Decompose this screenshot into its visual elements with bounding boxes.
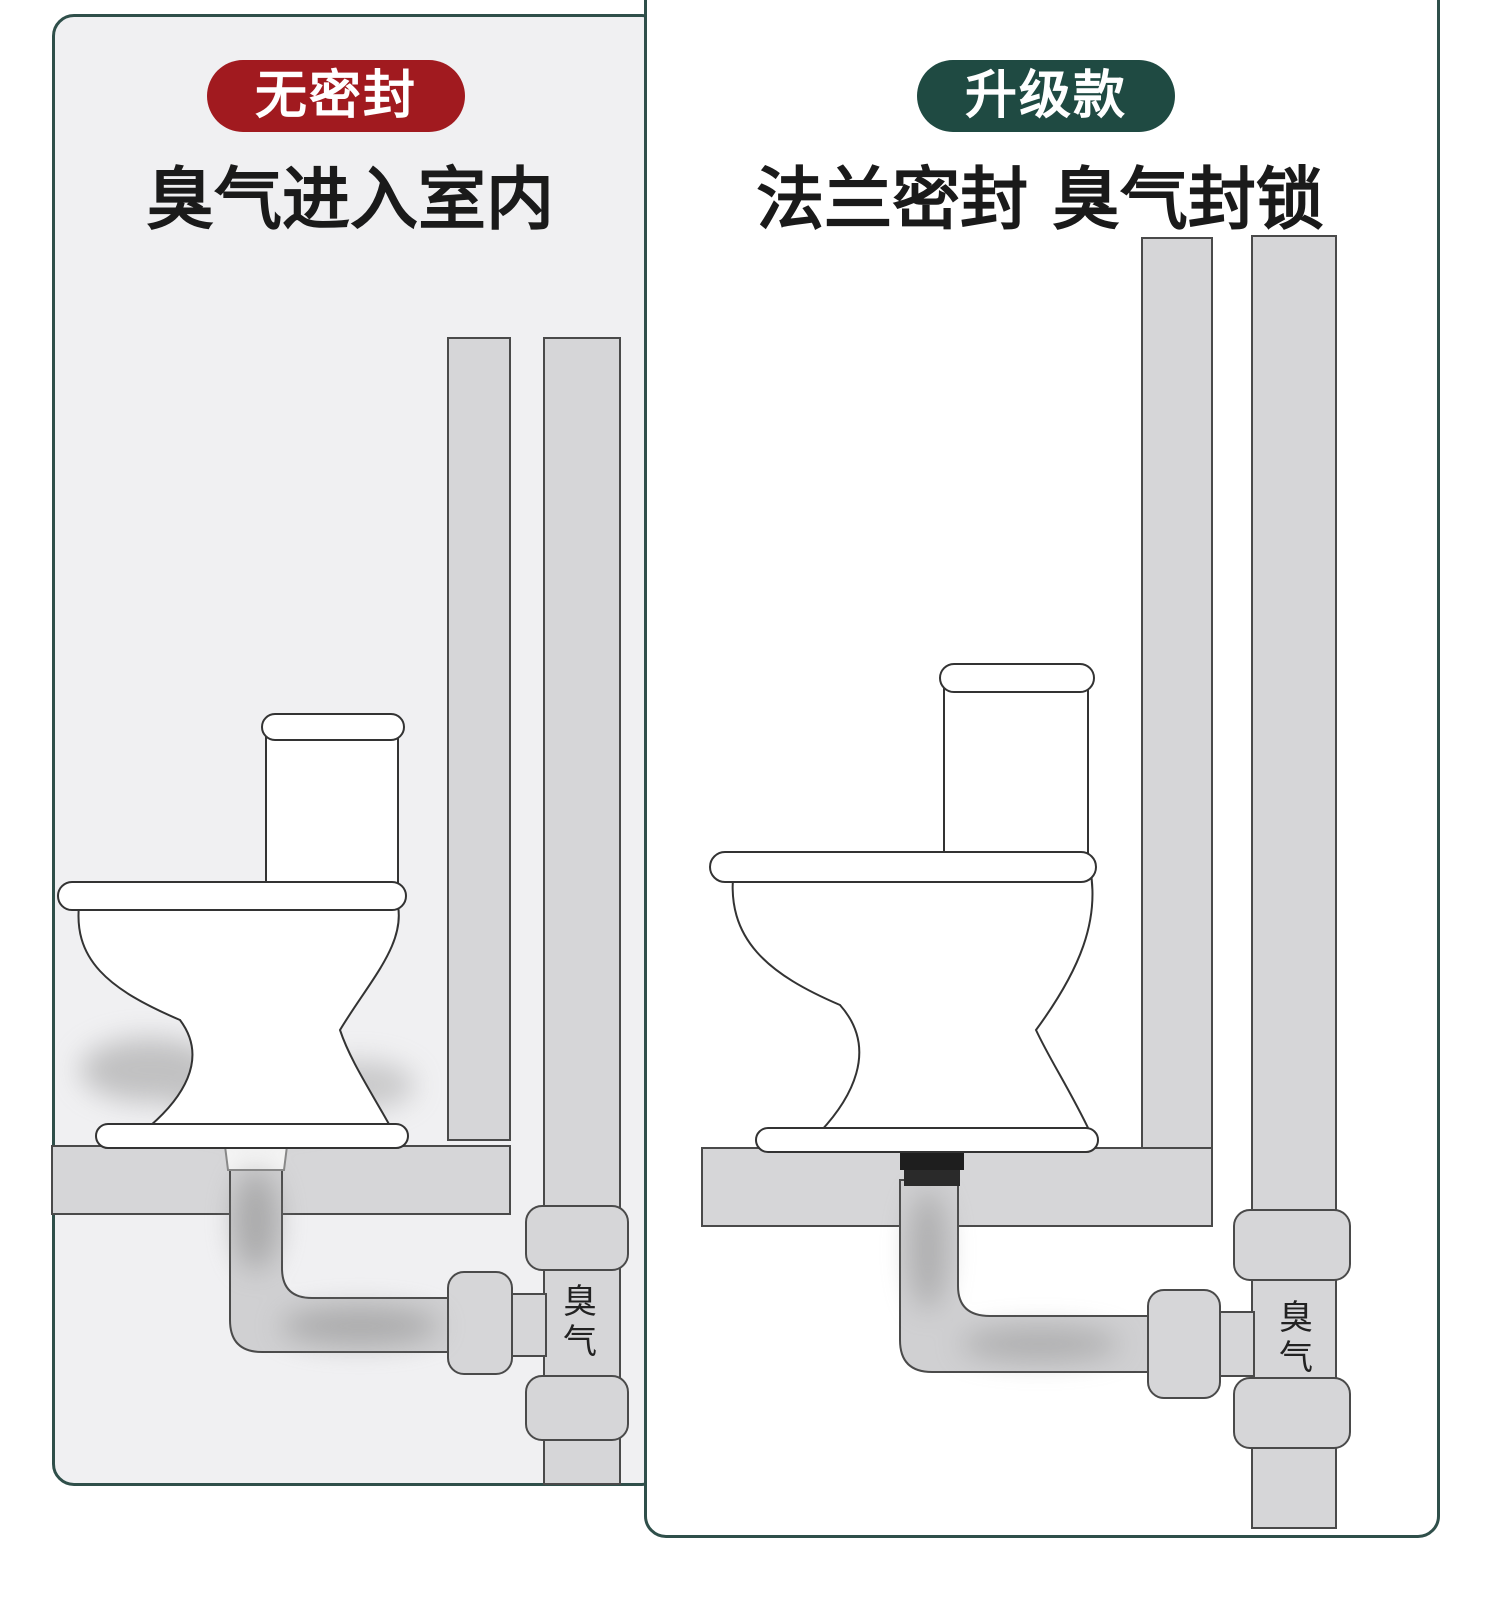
right-headline: 法兰密封 臭气封锁 [756,161,1324,240]
right-stack-coupling-upper [1233,1209,1351,1281]
right-branch-coupling [1147,1289,1221,1399]
left-scene [51,337,629,1485]
right-stack-coupling-lower [1233,1377,1351,1449]
left-branch-coupling [447,1271,513,1375]
left-stack-pipe [543,337,621,1485]
right-scene [701,235,1351,1529]
left-headline: 臭气进入室内 [145,161,554,240]
right-smell-contained [910,1190,1120,1360]
left-stack-coupling-lower [525,1375,629,1441]
upgraded-badge: 升级款 [917,60,1175,132]
left-toilet [57,713,409,1149]
left-stack-coupling-upper [525,1205,629,1271]
right-smell-label: 臭气 [1279,1298,1313,1378]
right-stack-pipe [1251,235,1337,1529]
right-wall [1141,237,1213,1149]
left-smell-label: 臭气 [563,1282,597,1362]
left-wall [447,337,511,1141]
no-seal-badge: 无密封 [207,60,465,132]
right-toilet [709,663,1099,1153]
